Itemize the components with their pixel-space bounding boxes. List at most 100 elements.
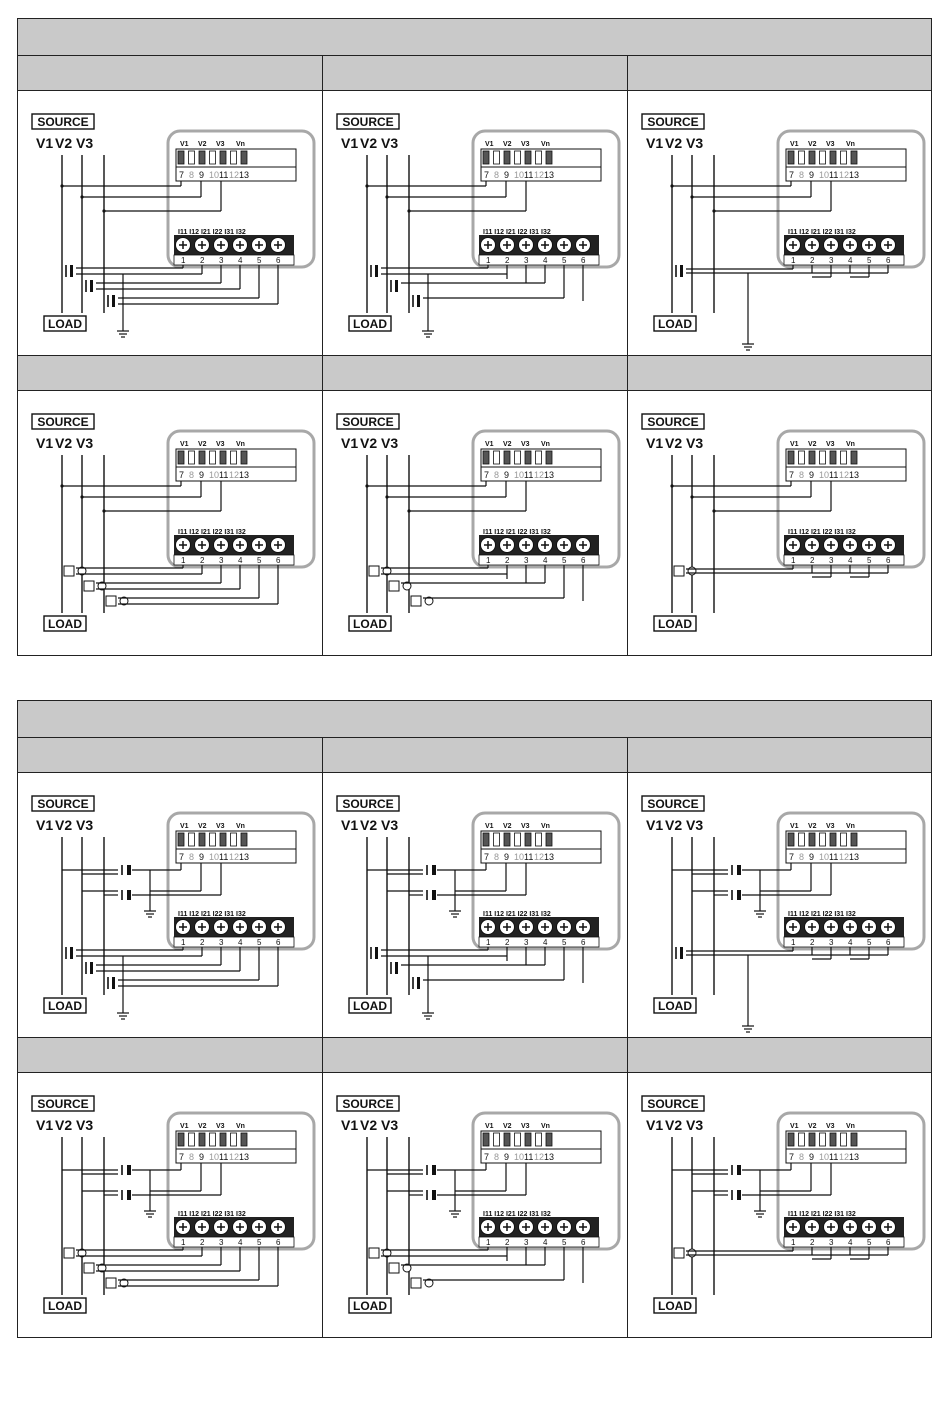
voltage-terminal-number: 7 — [484, 470, 489, 480]
phase-label-v1: V1 — [646, 135, 663, 151]
load-label-box — [348, 615, 392, 632]
voltage-head-label: V1 — [485, 823, 494, 830]
voltage-slot — [808, 450, 816, 465]
voltage-slot — [240, 450, 248, 465]
phase-label-v3: V3 — [686, 1117, 703, 1133]
voltage-slot — [240, 832, 248, 847]
voltage-head-label: V2 — [808, 441, 817, 448]
pt-core — [737, 1165, 741, 1175]
pt-core — [432, 890, 436, 900]
voltage-slot — [188, 1132, 195, 1147]
ct-core — [90, 280, 93, 292]
voltage-terminal-number: 10 — [819, 852, 829, 862]
voltage-slot — [503, 832, 511, 847]
current-terminal-number: 5 — [562, 256, 567, 265]
cell-header-bar — [323, 356, 627, 391]
section-title-bar — [18, 701, 931, 738]
voltage-head-label: V1 — [485, 141, 494, 148]
ct-box — [410, 1277, 422, 1289]
voltage-terminal-number: 9 — [199, 1152, 204, 1162]
current-number-strip — [173, 254, 295, 266]
voltage-block-bottom — [480, 1148, 602, 1164]
voltage-slot — [230, 832, 237, 847]
meter-outline — [471, 811, 621, 951]
current-terminal-number: 1 — [791, 256, 796, 265]
voltage-terminal-number: 13 — [239, 170, 249, 180]
current-terminal-number: 5 — [562, 938, 567, 947]
load-label: LOAD — [658, 999, 692, 1013]
cell-header-bar — [18, 1038, 322, 1073]
phase-label-v3: V3 — [686, 817, 703, 833]
voltage-terminal-number: 12 — [534, 170, 544, 180]
meter-outline — [471, 429, 621, 569]
voltage-terminal-number: 8 — [494, 1152, 499, 1162]
voltage-terminal-number: 13 — [544, 1152, 554, 1162]
voltage-block-bottom — [175, 848, 297, 864]
current-terminal-number: 5 — [867, 938, 872, 947]
load-label: LOAD — [658, 1299, 692, 1313]
voltage-head-label: V1 — [485, 441, 494, 448]
voltage-slot — [545, 450, 553, 465]
current-head-labels: I11 I12 I21 I22 I31 I32 — [178, 1211, 246, 1218]
voltage-slot — [808, 1132, 816, 1147]
current-terminal-number: 1 — [181, 556, 186, 565]
junction-dot — [60, 484, 64, 488]
meter-outline — [471, 129, 621, 269]
current-transformer — [673, 565, 697, 577]
junction-dot — [102, 509, 106, 513]
voltage-terminal-number: 9 — [504, 852, 509, 862]
current-transformer — [105, 595, 129, 607]
voltage-terminal-number: 11 — [219, 1152, 228, 1162]
current-terminal-number: 5 — [867, 1238, 872, 1247]
current-terminal-number: 5 — [257, 938, 262, 947]
phase-label-v3: V3 — [686, 135, 703, 151]
ct-box — [368, 1247, 380, 1259]
source-label: SOURCE — [647, 797, 698, 811]
voltage-terminal-number: 8 — [189, 470, 194, 480]
load-label-box — [653, 997, 697, 1014]
current-terminal-number: 6 — [581, 556, 586, 565]
voltage-slot — [209, 150, 216, 165]
current-transformer — [370, 265, 378, 277]
voltage-terminal-number: 9 — [199, 470, 204, 480]
potential-transformer — [426, 865, 436, 875]
junction-dot — [365, 484, 369, 488]
meter-outline — [776, 129, 926, 269]
current-terminal-number: 6 — [581, 1238, 586, 1247]
voltage-slot — [787, 1132, 795, 1147]
voltage-slot — [177, 450, 185, 465]
load-label: LOAD — [658, 617, 692, 631]
voltage-terminal-number: 9 — [809, 170, 814, 180]
voltage-terminal-number: 11 — [829, 1152, 838, 1162]
pt-core — [127, 865, 131, 875]
voltage-head-label: Vn — [236, 441, 245, 448]
current-head-labels: I11 I12 I21 I22 I31 I32 — [483, 229, 551, 236]
voltage-slot — [819, 150, 826, 165]
voltage-slot — [524, 150, 532, 165]
load-label: LOAD — [48, 999, 82, 1013]
current-terminal-number: 6 — [886, 1238, 891, 1247]
source-label-box — [31, 1095, 95, 1112]
voltage-slot — [219, 832, 227, 847]
voltage-slot — [230, 450, 237, 465]
current-transformer — [390, 962, 398, 974]
source-label-box — [641, 113, 705, 130]
ct-box — [368, 565, 380, 577]
junction-dot — [407, 509, 411, 513]
current-terminal-number: 6 — [886, 256, 891, 265]
ct-coil — [402, 1263, 412, 1273]
phase-label-v2: V2 — [665, 135, 682, 151]
ct-coil — [77, 566, 87, 576]
voltage-slot — [545, 1132, 553, 1147]
voltage-head-label: V1 — [180, 823, 189, 830]
voltage-head-label: V2 — [808, 1123, 817, 1130]
voltage-terminal-number: 7 — [789, 852, 794, 862]
current-head-labels: I11 I12 I21 I22 I31 I32 — [178, 911, 246, 918]
meter-outline — [776, 429, 926, 569]
